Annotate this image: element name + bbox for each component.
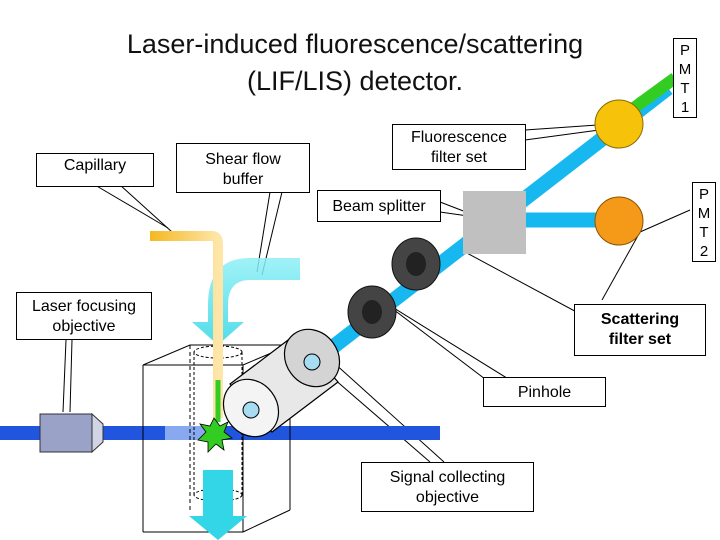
pmt2-digit: 2 [699, 243, 709, 260]
shear-line2: buffer [222, 171, 264, 188]
fluorescence-filter-label: Fluorescence filter set [392, 124, 526, 170]
laser-line2: objective [52, 318, 116, 335]
signal-line2: objective [415, 489, 480, 506]
fluorescence-line2: filter set [430, 149, 487, 166]
laser-focusing-objective [39, 412, 104, 454]
pmt1-letter-p: P [679, 42, 690, 59]
fluorescence-line1: Fluorescence [410, 129, 508, 146]
beam-splitter-block [463, 191, 526, 254]
pmt1-letter-m: M [678, 61, 692, 78]
pmt1-letter-t: T [680, 80, 690, 97]
scattering-filter-disc [391, 237, 441, 291]
signal-collecting-label: Signal collecting objective [361, 462, 534, 512]
fluorescence-spot-icon [197, 417, 233, 453]
signal-collecting-objective [222, 328, 341, 438]
pmt2-detector [594, 196, 644, 246]
pmt2-letter-p: P [698, 186, 709, 203]
pmt1-label: P M T 1 [673, 38, 697, 118]
pinhole-label: Pinhole [483, 377, 606, 407]
capillary-tube [150, 231, 223, 418]
scattering-line2: filter set [608, 331, 672, 348]
signal-line1: Signal collecting [389, 469, 506, 486]
shear-flow-buffer-label: Shear flow buffer [176, 143, 310, 193]
laser-line1: Laser focusing [31, 298, 137, 315]
shear-line1: Shear flow [205, 151, 281, 168]
pmt1-digit: 1 [680, 99, 690, 116]
laser-focusing-label: Laser focusing objective [16, 292, 152, 340]
pmt2-label: P M T 2 [692, 182, 716, 262]
outflow-arrow [189, 470, 247, 540]
title-line2: (LIF/LIS) detector. [246, 66, 464, 96]
shear-flow-arrow [192, 258, 300, 345]
scattering-line1: Scattering [600, 311, 680, 328]
beam-splitter-label: Beam splitter [317, 190, 441, 222]
title-line1: Laser-induced fluorescence/scattering [126, 29, 584, 59]
pinhole-disc [347, 285, 397, 339]
beam-splitter-text: Beam splitter [332, 198, 426, 215]
scattering-filter-label: Scattering filter set [574, 304, 706, 356]
capillary-label: Capillary [36, 153, 154, 187]
pmt2-letter-t: T [699, 224, 709, 241]
pinhole-text: Pinhole [517, 384, 572, 401]
pmt2-letter-m: M [697, 205, 711, 222]
capillary-text: Capillary [63, 157, 127, 174]
pmt1-detector [594, 99, 644, 149]
diagram-title: Laser-induced fluorescence/scattering (L… [60, 26, 650, 100]
